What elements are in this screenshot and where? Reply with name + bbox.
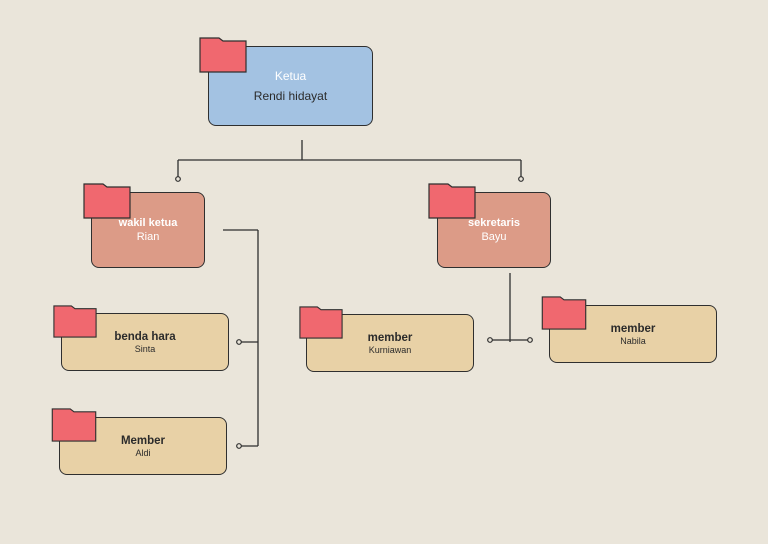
folder-icon [541, 296, 587, 330]
node-title: member [367, 331, 413, 344]
node-title: member [610, 322, 656, 335]
folder-icon [83, 183, 131, 219]
node-name: Kurniawan [368, 344, 412, 355]
node-wakil-ketua: wakil ketua Rian [91, 192, 205, 268]
folder-icon [199, 37, 247, 73]
node-title: Member [120, 434, 166, 447]
connector-dot [236, 339, 242, 345]
node-name: Rian [136, 231, 160, 243]
node-name: Rendi hidayat [253, 89, 328, 103]
folder-icon [51, 408, 97, 442]
folder-icon [428, 183, 476, 219]
folder-icon [53, 305, 97, 338]
node-name: Sinta [134, 343, 156, 354]
node-title: wakil ketua [118, 217, 178, 229]
node-title: sekretaris [468, 217, 520, 229]
folder-icon [299, 306, 343, 339]
node-name: Aldi [135, 447, 151, 458]
connector-dot [175, 176, 181, 182]
connector-dot [527, 337, 533, 343]
node-name: Bayu [481, 231, 507, 243]
node-title: Ketua [274, 69, 307, 83]
node-name: Nabila [620, 335, 646, 346]
connector-dot [487, 337, 493, 343]
connector-dot [236, 443, 242, 449]
connector-dot [518, 176, 524, 182]
node-title: benda hara [114, 330, 176, 343]
